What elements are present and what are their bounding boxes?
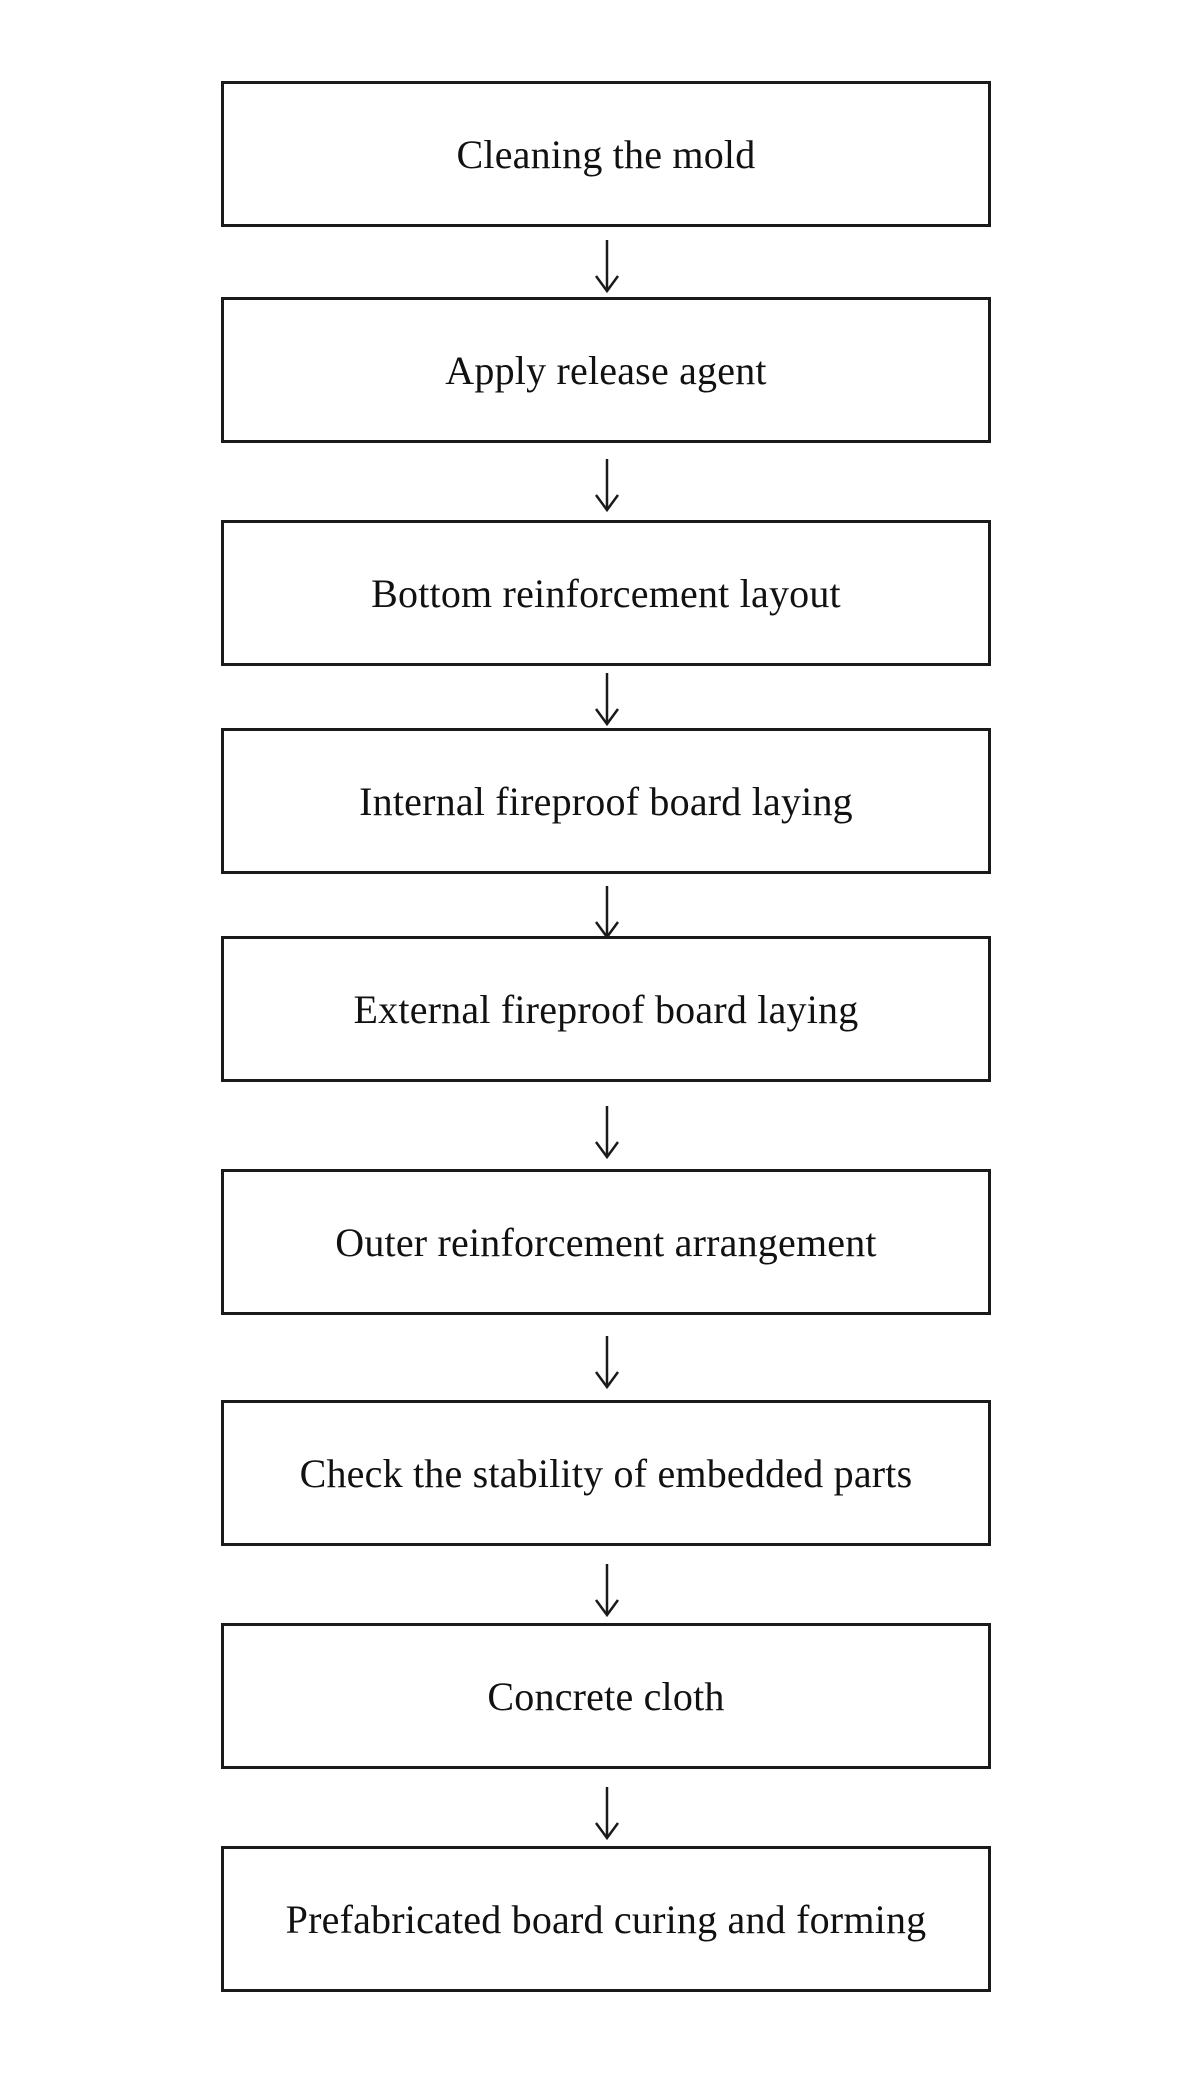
step-box-external-fireproof: External fireproof board laying [221, 936, 991, 1082]
step-box-curing-forming: Prefabricated board curing and forming [221, 1846, 991, 1992]
step-box-outer-reinforcement: Outer reinforcement arrangement [221, 1169, 991, 1315]
step-label: Cleaning the mold [456, 131, 756, 177]
step-box-concrete-cloth: Concrete cloth [221, 1623, 991, 1769]
step-box-embedded-parts: Check the stability of embedded parts [221, 1400, 991, 1546]
down-arrow-icon [590, 238, 624, 294]
step-label: External fireproof board laying [353, 986, 859, 1032]
step-box-internal-fireproof: Internal fireproof board laying [221, 728, 991, 874]
step-label: Internal fireproof board laying [359, 778, 853, 824]
step-label: Concrete cloth [487, 1673, 725, 1719]
step-box-bottom-reinforcement: Bottom reinforcement layout [221, 520, 991, 666]
down-arrow-icon [590, 1562, 624, 1618]
down-arrow-icon [590, 671, 624, 727]
step-label: Check the stability of embedded parts [299, 1450, 913, 1496]
step-box-cleaning-mold: Cleaning the mold [221, 81, 991, 227]
step-label: Prefabricated board curing and forming [285, 1896, 927, 1942]
step-label: Bottom reinforcement layout [371, 570, 841, 616]
down-arrow-icon [590, 1104, 624, 1160]
step-label: Apply release agent [445, 347, 767, 393]
down-arrow-icon [590, 457, 624, 513]
down-arrow-icon [590, 1334, 624, 1390]
step-box-release-agent: Apply release agent [221, 297, 991, 443]
step-label: Outer reinforcement arrangement [335, 1219, 877, 1265]
down-arrow-icon [590, 884, 624, 940]
down-arrow-icon [590, 1785, 624, 1841]
